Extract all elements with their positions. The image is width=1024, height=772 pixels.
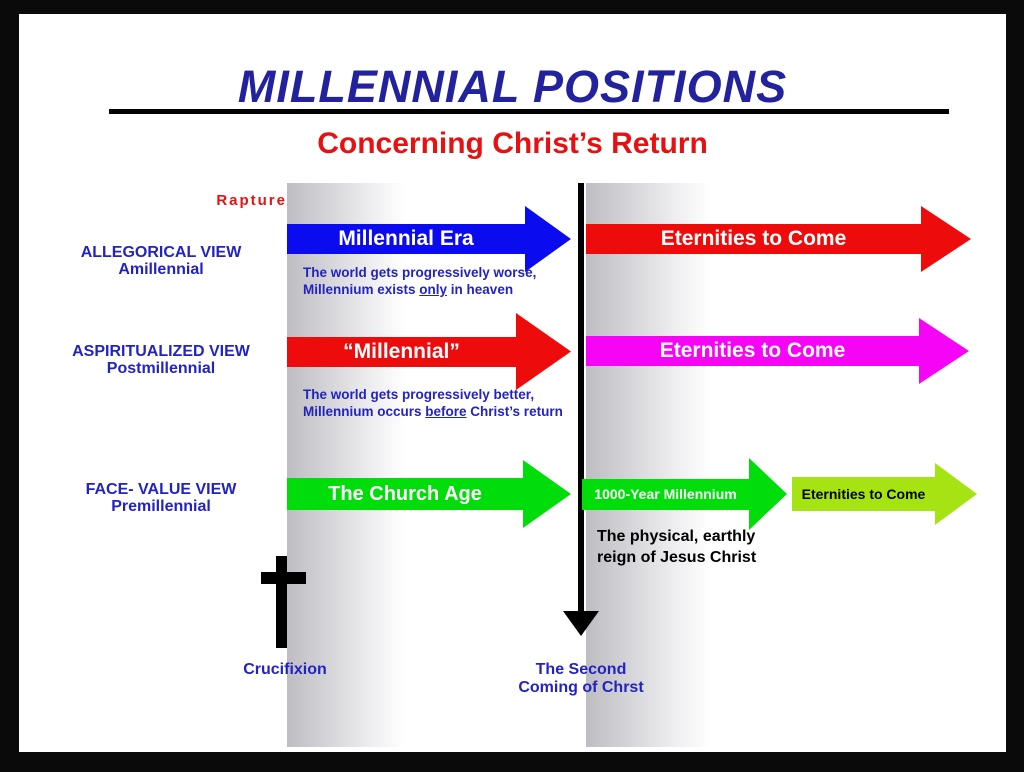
view-subname: Amillennial — [118, 261, 204, 278]
arrow-label: Millennial Era — [338, 227, 474, 250]
view-name: ALLEGORICAL VIEW — [80, 244, 242, 261]
arrow-eternities-row2: Eternities to Come — [586, 318, 969, 384]
arrow-head-icon — [516, 313, 571, 390]
gray-band-millennium — [586, 183, 710, 747]
arrow-eternities-row1: Eternities to Come — [586, 206, 971, 272]
gray-band-church-age — [287, 183, 405, 747]
arrow-body: Millennial Era — [287, 224, 525, 254]
arrow-body: 1000-Year Millennium — [582, 478, 749, 510]
caption-postmillennial: The world gets progressively better, Mil… — [303, 386, 563, 420]
page-subtitle: Concerning Christ’s Return — [317, 127, 708, 160]
rapture-label: Rapture — [216, 192, 287, 209]
caption-line1: The physical, earthly — [597, 528, 756, 545]
second-coming-line — [578, 183, 584, 613]
second-coming-label: The Second Coming of Chrst — [489, 661, 673, 696]
caption-line2: Millennium exists only in heaven — [303, 282, 514, 297]
arrow-label: Eternities to Come — [660, 227, 847, 250]
arrow-1000-year-millennium: 1000-Year Millennium — [582, 458, 787, 530]
caption-physical-reign: The physical, earthly reign of Jesus Chr… — [597, 526, 756, 568]
arrow-head-icon — [749, 458, 787, 530]
arrow-head-icon — [523, 460, 571, 528]
title-underline — [109, 109, 949, 114]
arrow-label: “Millennial” — [343, 339, 460, 363]
second-coming-arrowhead-icon — [563, 611, 599, 636]
caption-line1: The world gets progressively better, — [303, 387, 535, 402]
caption-amillennial: The world gets progressively worse, Mill… — [303, 264, 536, 298]
arrow-head-icon — [921, 206, 971, 272]
view-subname: Premillennial — [111, 498, 211, 515]
arrow-church-age: The Church Age — [287, 460, 571, 528]
crucifixion-cross-icon — [276, 556, 287, 648]
crucifixion-cross-arm — [261, 572, 306, 584]
arrow-body: “Millennial” — [287, 336, 516, 367]
view-name: ASPIRITUALIZED VIEW — [72, 343, 250, 360]
view-label-allegorical: ALLEGORICAL VIEW Amillennial — [46, 244, 276, 278]
arrow-millennial-quoted: “Millennial” — [287, 313, 571, 390]
arrow-body: Eternities to Come — [586, 336, 919, 366]
arrow-label: 1000-Year Millennium — [594, 486, 737, 502]
arrow-label: Eternities to Come — [659, 339, 846, 362]
caption-line2: reign of Jesus Christ — [597, 549, 757, 566]
second-coming-line1: The Second — [535, 661, 627, 678]
arrow-body: Eternities to Come — [792, 477, 935, 511]
arrow-body: The Church Age — [287, 478, 523, 510]
arrow-millennial-era: Millennial Era — [287, 206, 571, 272]
slide-page: MILLENNIAL POSITIONS Concerning Christ’s… — [19, 14, 1006, 752]
crucifixion-label: Crucifixion — [243, 661, 327, 678]
arrow-label: The Church Age — [328, 482, 482, 505]
arrow-head-icon — [919, 318, 969, 384]
arrow-head-icon — [935, 463, 977, 525]
second-coming-line2: Coming of Chrst — [518, 678, 644, 696]
view-name: FACE- VALUE VIEW — [85, 481, 237, 498]
page-title: MILLENNIAL POSITIONS — [237, 61, 788, 112]
view-subname: Postmillennial — [106, 360, 216, 377]
arrow-eternities-row3: Eternities to Come — [792, 463, 977, 525]
caption-line1: The world gets progressively worse, — [303, 265, 537, 280]
view-label-face-value: FACE- VALUE VIEW Premillennial — [46, 481, 276, 515]
arrow-body: Eternities to Come — [586, 224, 921, 254]
view-label-aspiritualized: ASPIRITUALIZED VIEW Postmillennial — [46, 343, 276, 377]
caption-line2: Millennium occurs before Christ’s return — [303, 404, 563, 419]
arrow-head-icon — [525, 206, 571, 272]
arrow-label: Eternities to Come — [801, 486, 926, 502]
